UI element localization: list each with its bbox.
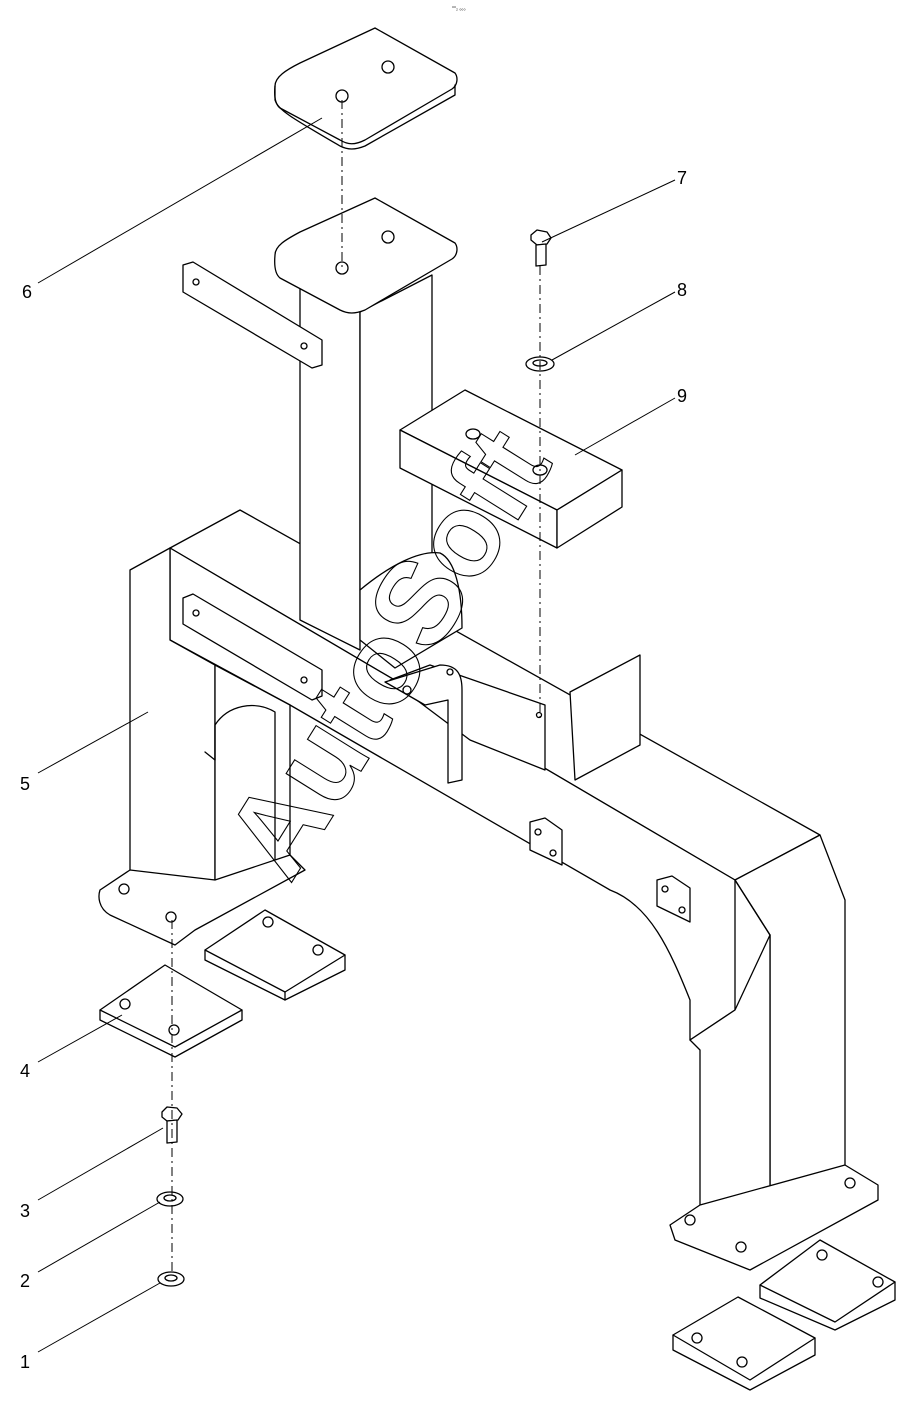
bolt-part-7	[530, 229, 552, 267]
callout-1: 1	[20, 1352, 30, 1372]
callout-9: 9	[677, 386, 687, 406]
pad-part-6	[274, 27, 458, 150]
saddle-bracket	[359, 551, 641, 784]
pad-part-4	[99, 964, 243, 1058]
callout-3: 3	[20, 1201, 30, 1221]
callout-5: 5	[20, 774, 30, 794]
callout-8: 8	[677, 280, 687, 300]
centerlines	[171, 100, 541, 1275]
washer-part-1	[157, 1271, 185, 1287]
header-mark: °°₂ ₀₀₀	[452, 6, 466, 12]
leader-lines	[37, 117, 676, 1353]
shim-plate-right-rear	[759, 1239, 896, 1331]
callout-6: 6	[22, 282, 32, 302]
block-part-9	[399, 389, 623, 549]
shim-plate-rear	[204, 909, 346, 1001]
vertical-post	[182, 197, 458, 701]
callout-2: 2	[20, 1271, 30, 1291]
callout-labels: 6 7 8 9 5 4 3 2 1	[20, 168, 687, 1372]
callout-7: 7	[677, 168, 687, 188]
callout-4: 4	[20, 1061, 30, 1081]
shim-plate-right-front	[672, 1296, 816, 1391]
washer-part-2	[156, 1191, 184, 1207]
